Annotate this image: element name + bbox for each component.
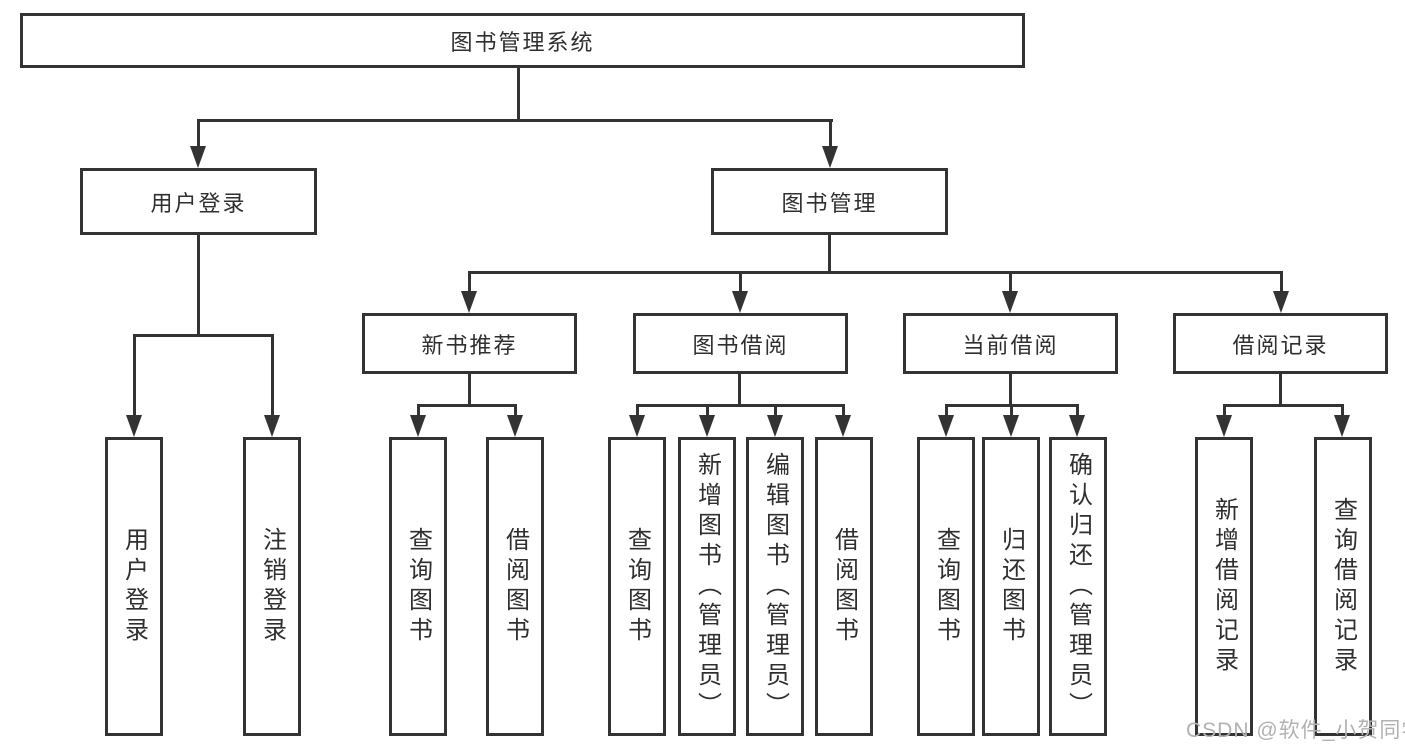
leaf-confirm-return-admin-label: 确认归还（管理员） [1064,451,1092,722]
arrow-down-icon [1002,291,1018,313]
connector-current-borrow-drop [1009,271,1012,293]
connector-groupB-drop-2 [706,404,709,417]
arrow-down-icon [190,146,206,168]
leaf-add-books-admin-label: 新增图书（管理员） [693,451,721,722]
leaf-query-books-b-label: 查询图书 [623,526,651,647]
arrow-down-icon [461,291,477,313]
leaf-edit-books-admin: 编辑图书（管理员） [746,437,804,736]
node-borrowing-records: 借阅记录 [1173,313,1388,374]
arrow-down-icon [938,415,954,437]
arrow-down-icon [822,146,838,168]
arrow-down-icon [732,291,748,313]
connector-groupC-drop-1 [945,404,948,417]
connector-groupA-stem [468,374,471,407]
connector-user-login-stem [197,235,200,337]
connector-groupA-drop-1 [417,404,420,417]
leaf-query-books-b: 查询图书 [608,437,666,736]
connector-groupC-drop-3 [1076,404,1079,417]
arrow-down-icon [835,415,851,437]
leaf-logout-label: 注销登录 [258,526,286,647]
leaf-user-login: 用户登录 [105,437,163,736]
leaf-query-books-a: 查询图书 [389,437,447,736]
connector-root-horizontal [197,119,833,122]
arrow-down-icon [410,415,426,437]
connector-groupA-drop-2 [514,404,517,417]
leaf-return-books: 归还图书 [982,437,1040,736]
connector-book-borrow-drop [739,271,742,293]
connector-groupD-drop-1 [1223,404,1226,417]
node-book-borrowing: 图书借阅 [633,313,848,374]
connector-book-management-stem [828,235,831,274]
leaf-borrow-books-b-label: 借阅图书 [830,526,858,647]
connector-book-management-horizontal [468,271,1282,274]
leaf-logout: 注销登录 [243,437,301,736]
leaf-confirm-return-admin: 确认归还（管理员） [1049,437,1107,736]
node-book-management: 图书管理 [711,168,948,235]
connector-new-book-drop [468,271,471,293]
arrow-down-icon [767,415,783,437]
arrow-down-icon [629,415,645,437]
arrow-down-icon [264,415,280,437]
connector-logout-leaf-drop [271,334,274,417]
connector-user-login-horizontal [133,334,274,337]
node-current-borrowing: 当前借阅 [903,313,1118,374]
leaf-edit-books-admin-label: 编辑图书（管理员） [761,451,789,722]
leaf-borrow-books-b: 借阅图书 [815,437,873,736]
connector-groupA-horizontal [417,404,517,407]
connector-groupC-stem [1009,374,1012,407]
node-library-management-system: 图书管理系统 [20,13,1025,68]
leaf-query-borrow-record-label: 查询借阅记录 [1329,496,1357,677]
leaf-borrow-books-a: 借阅图书 [486,437,544,736]
connector-login-leaf-drop [133,334,136,417]
arrow-down-icon [1003,415,1019,437]
arrow-down-icon [507,415,523,437]
connector-groupD-horizontal [1223,404,1344,407]
csdn-watermark: CSDN @软件_小贺同学 [1186,719,1405,742]
connector-groupB-drop-3 [774,404,777,417]
connector-user-login-drop [197,119,200,148]
connector-groupB-drop-1 [636,404,639,417]
arrow-down-icon [126,415,142,437]
arrow-down-icon [699,415,715,437]
node-new-book-recommendation: 新书推荐 [362,313,577,374]
node-user-login: 用户登录 [80,168,317,235]
arrow-down-icon [1216,415,1232,437]
connector-groupB-stem [738,374,741,407]
connector-groupC-drop-2 [1010,404,1013,417]
connector-groupD-stem [1279,374,1282,407]
leaf-add-borrow-record-label: 新增借阅记录 [1210,496,1238,677]
leaf-query-books-c-label: 查询图书 [932,526,960,647]
connector-book-management-drop [829,119,832,148]
arrow-down-icon [1273,291,1289,313]
arrow-down-icon [1334,415,1350,437]
leaf-return-books-label: 归还图书 [997,526,1025,647]
leaf-add-borrow-record: 新增借阅记录 [1195,437,1253,736]
leaf-user-login-label: 用户登录 [120,526,148,647]
connector-borrow-records-drop [1280,271,1283,293]
leaf-query-books-a-label: 查询图书 [404,526,432,647]
connector-groupD-drop-2 [1341,404,1344,417]
leaf-query-books-c: 查询图书 [917,437,975,736]
leaf-add-books-admin: 新增图书（管理员） [678,437,736,736]
arrow-down-icon [1069,415,1085,437]
connector-groupB-drop-4 [842,404,845,417]
leaf-query-borrow-record: 查询借阅记录 [1314,437,1372,736]
leaf-borrow-books-a-label: 借阅图书 [501,526,529,647]
connector-root-stem [517,68,520,122]
connector-groupB-horizontal [636,404,845,407]
